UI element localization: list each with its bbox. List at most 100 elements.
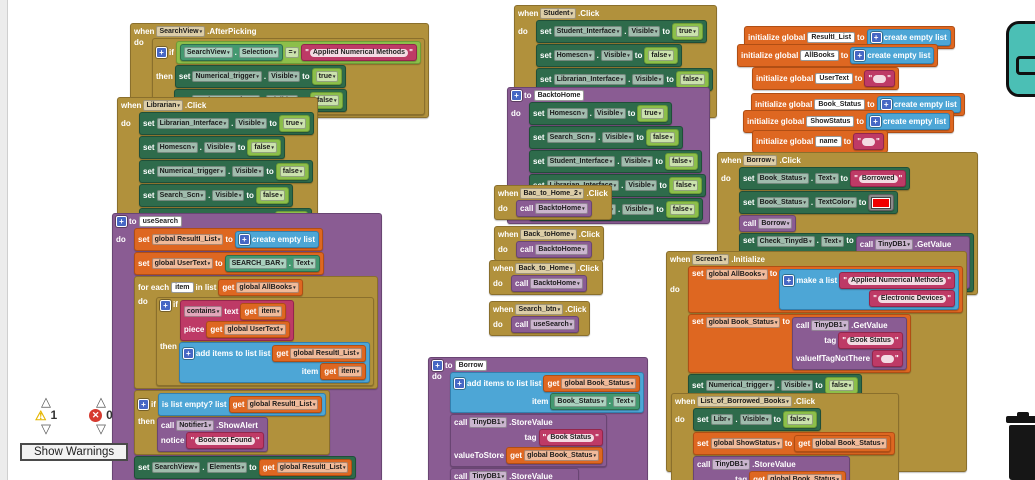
txt-block[interactable]: "Borrowed" xyxy=(850,170,907,187)
log-block[interactable]: false▾ xyxy=(783,411,817,428)
true-dropdown[interactable]: true▾ xyxy=(282,118,306,129)
log-block[interactable]: false▾ xyxy=(675,71,710,88)
global-book-status-dropdown[interactable]: global Book_Status▾ xyxy=(705,317,781,328)
mutator-icon[interactable]: + xyxy=(511,90,522,101)
mutator-icon[interactable]: + xyxy=(783,275,795,286)
allbooks-field[interactable]: AllBooks xyxy=(800,50,839,61)
searchview-dropdown[interactable]: SearchView▾ xyxy=(156,26,206,37)
false-dropdown[interactable]: false▾ xyxy=(672,180,699,191)
book-status-dropdown[interactable]: Book_Status▾ xyxy=(554,396,607,407)
log-block[interactable]: false▾ xyxy=(309,92,344,109)
visible-dropdown[interactable]: Visible▾ xyxy=(622,204,655,215)
textcolor-dropdown[interactable]: TextColor▾ xyxy=(815,197,857,208)
backtohome-field[interactable]: BacktoHome xyxy=(533,90,585,101)
color-swatch[interactable] xyxy=(871,196,892,209)
error-scroll-up-icon[interactable]: △ xyxy=(96,394,106,409)
backtohome-dropdown[interactable]: BacktoHome▾ xyxy=(535,203,588,214)
false-dropdown[interactable]: false▾ xyxy=(259,190,286,201)
backtohome-dropdown[interactable]: BacktoHome▾ xyxy=(530,278,583,289)
global-resulti-list-dropdown[interactable]: global ResultI_List▾ xyxy=(246,399,319,410)
global-book-status-dropdown[interactable]: global Book_Status▾ xyxy=(524,450,599,461)
search-bar-dropdown[interactable]: SEARCH_BAR▾ xyxy=(228,258,287,269)
txt-block[interactable]: "Applied Numerical Methods" xyxy=(839,272,955,289)
string-literal[interactable]: "" xyxy=(857,137,880,146)
false-dropdown[interactable]: false▾ xyxy=(679,74,706,85)
txt-block[interactable]: "" xyxy=(853,133,884,150)
log-block[interactable]: SearchView▾.Selection▾=▾"Applied Numeric… xyxy=(175,41,421,64)
book-status-dropdown[interactable]: Book_Status▾ xyxy=(756,173,809,184)
string-literal[interactable]: "Book Status" xyxy=(542,433,599,442)
selection-dropdown[interactable]: Selection▾ xyxy=(238,47,280,58)
global-resulti-list-dropdown[interactable]: global ResultI_List▾ xyxy=(290,348,363,359)
log-block[interactable]: false▾ xyxy=(645,129,680,146)
backpack-icon[interactable] xyxy=(1006,21,1035,97)
visible-dropdown[interactable]: Visible▾ xyxy=(739,414,772,425)
log-block[interactable]: true▾ xyxy=(637,105,669,122)
string-literal[interactable]: "" xyxy=(868,74,891,83)
lst-block[interactable]: +make a list"Applied Numerical Methods""… xyxy=(779,269,959,310)
global-usertext-dropdown[interactable]: global UserText▾ xyxy=(151,258,214,269)
visible-dropdown[interactable]: Visible▾ xyxy=(268,71,301,82)
text-dropdown[interactable]: Text▾ xyxy=(293,258,317,269)
false-dropdown[interactable]: false▾ xyxy=(828,380,855,391)
warning-scroll-up-icon[interactable]: △ xyxy=(41,394,51,409)
usesearch-dropdown[interactable]: useSearch▾ xyxy=(530,319,576,330)
global-book-status-dropdown[interactable]: global Book_Status▾ xyxy=(561,378,637,389)
false-dropdown[interactable]: false▾ xyxy=(787,414,813,425)
visible-dropdown[interactable]: Visible▾ xyxy=(632,74,665,85)
visible-dropdown[interactable]: Visible▾ xyxy=(625,180,658,191)
homescn-dropdown[interactable]: Homescn▾ xyxy=(156,142,198,153)
log-block[interactable]: false▾ xyxy=(665,201,700,218)
global-allbooks-dropdown[interactable]: global AllBooks▾ xyxy=(705,269,768,280)
string-literal[interactable]: "Borrowed" xyxy=(854,174,903,183)
contains-dropdown[interactable]: contains▾ xyxy=(183,306,223,317)
notifier1-dropdown[interactable]: Notifier1▾ xyxy=(176,420,215,431)
log-block[interactable]: false▾ xyxy=(664,153,699,170)
string-literal[interactable]: "Electronic Devices" xyxy=(873,294,951,303)
resulti-list-field[interactable]: ResultI_List xyxy=(807,32,856,43)
tinydb1-dropdown[interactable]: TinyDB1▾ xyxy=(469,471,508,480)
librarian-dropdown[interactable]: Librarian▾ xyxy=(143,100,183,111)
mutator-icon[interactable]: + xyxy=(182,348,194,359)
visible-dropdown[interactable]: Visible▾ xyxy=(203,142,236,153)
false-dropdown[interactable]: false▾ xyxy=(279,166,306,177)
string-literal[interactable]: "Applied Numerical Methods" xyxy=(305,48,413,57)
log-block[interactable]: false▾ xyxy=(255,187,290,204)
string-literal[interactable]: "Book Status" xyxy=(842,336,899,345)
search-scn-dropdown[interactable]: Search_Scn▾ xyxy=(156,190,207,201)
borrow-dropdown[interactable]: Borrow▾ xyxy=(743,155,778,166)
borrow-field[interactable]: Borrow xyxy=(454,360,488,371)
txt-block[interactable]: "Electronic Devices" xyxy=(869,290,955,307)
screen1-dropdown[interactable]: Screen1▾ xyxy=(692,254,730,265)
mutator-icon[interactable]: + xyxy=(454,378,465,389)
log-block[interactable]: false▾ xyxy=(668,177,703,194)
librarian-interface-dropdown[interactable]: Librarian_Interface▾ xyxy=(553,74,627,85)
mutator-icon[interactable]: + xyxy=(869,116,881,127)
mutator-icon[interactable]: + xyxy=(880,99,892,110)
student-interface-dropdown[interactable]: Student_Interface▾ xyxy=(553,26,623,37)
usesearch-field[interactable]: useSearch xyxy=(138,216,182,227)
